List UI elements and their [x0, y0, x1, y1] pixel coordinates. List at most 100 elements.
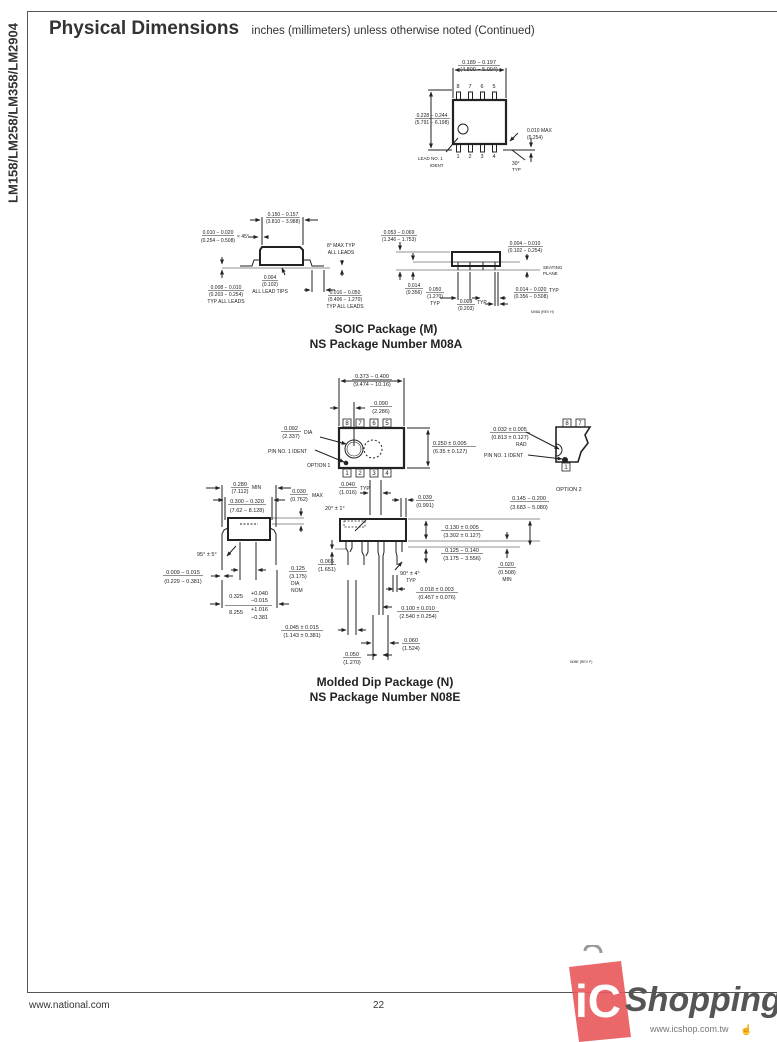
- lead-length-in: 0.125 − 0.140: [445, 548, 479, 554]
- end-max-in: 0.030: [292, 489, 306, 495]
- angle-bottom: 90° ± 4°: [400, 571, 420, 577]
- end-dia-note-2: NOM: [291, 588, 303, 594]
- dip-pin-5: 5: [385, 421, 389, 427]
- pitch-mm: (1.270): [427, 294, 443, 300]
- pointer-hand-icon: ☝: [740, 1023, 752, 1036]
- dip-pin-2: 2: [358, 471, 362, 477]
- lead-note: TYP: [477, 300, 487, 306]
- soic-body-mm: (3.810 − 3.988): [266, 219, 300, 225]
- total-height-mm: (3.683 − 5.080): [510, 505, 548, 511]
- dip-pin-1: 1: [345, 471, 349, 477]
- end-angle: 95° ± 5°: [197, 552, 217, 558]
- dip-pin-7: 7: [358, 421, 362, 427]
- end-range-mm: (7.62 − 8.128): [230, 508, 265, 514]
- dip-pin-6: 6: [372, 421, 376, 427]
- pin-3: 3: [480, 154, 483, 160]
- soic-caption-line2: NS Package Number M08A: [309, 337, 463, 351]
- upper-width-in: 0.060: [404, 638, 418, 644]
- option-circle: [363, 439, 383, 459]
- chamfer-note: × 45°: [237, 234, 249, 240]
- lead-width-in: 0.014 − 0.020: [516, 287, 547, 293]
- standoff-min-note: MIN: [502, 577, 512, 583]
- soic-height-mm: (5.791 − 6.198): [415, 120, 449, 126]
- lead-in: 0.008: [460, 299, 473, 305]
- end-width-in: 0.050: [345, 652, 359, 658]
- span-mm-minus: −0.381: [251, 615, 268, 621]
- shoulder-in: 0.065: [320, 559, 334, 565]
- foot-length-note: TYP ALL LEADS: [326, 304, 364, 310]
- standoff-in: 0.004 − 0.010: [510, 241, 541, 247]
- shopping-bag-handle-icon: [583, 945, 603, 954]
- lead-no-1-label: LEAD NO. 1: [418, 156, 443, 161]
- pin1-dot: [343, 460, 349, 466]
- angle-bottom-note: TYP: [406, 578, 416, 584]
- lead-tip-note: ALL LEAD TIPS: [252, 289, 288, 295]
- span-mm: 8.255: [229, 610, 243, 616]
- dip-pin-4: 4: [385, 471, 389, 477]
- soic-width-mm: (4.800 − 5.004): [460, 67, 498, 73]
- edge-in: 0.039: [418, 495, 432, 501]
- logo-shopping-text: Shopping: [625, 981, 777, 1019]
- angle-note-2: ALL LEADS: [328, 250, 355, 256]
- lead-width-mm: (0.457 ± 0.076): [418, 595, 455, 601]
- foot-length-in: 0.016 − 0.050: [330, 290, 361, 296]
- option2-pin-1: 1: [564, 465, 568, 471]
- side-pitch-note: TYP: [360, 486, 370, 492]
- dip-pin1-label: PIN NO. 1 IDENT: [268, 449, 307, 455]
- lead-thickness-in: 0.008 − 0.010: [211, 285, 242, 291]
- right-lead: [303, 259, 324, 267]
- dip-width-in: 0.250 ± 0.005: [433, 441, 467, 447]
- upper-width-mm: (1.524): [402, 646, 420, 652]
- pin-4: 4: [492, 154, 495, 160]
- dip-caption-line2: NS Package Number N08E: [309, 690, 461, 704]
- footer-website-link[interactable]: www.national.com: [29, 1000, 110, 1011]
- rad-in: 0.032 ± 0.005: [493, 427, 527, 433]
- soic-width-in: 0.189 − 0.197: [462, 60, 496, 66]
- soic-side-body: [259, 246, 304, 266]
- soic-front-view: [396, 242, 540, 306]
- dip-pin-boxes: [342, 418, 392, 478]
- lead-width-note: TYP: [549, 288, 559, 294]
- dip-dia-mm: (2.337): [282, 434, 300, 440]
- front-min-mm: (0.356): [406, 290, 422, 296]
- dip-end-right-lead: [269, 527, 277, 565]
- page-heading: Physical Dimensions inches (millimeters)…: [49, 18, 535, 40]
- lead-thickness-note: TYP ALL LEADS: [207, 299, 245, 305]
- soic-top-view: [428, 68, 535, 162]
- soic-max-mm: (0.254): [527, 135, 543, 141]
- soic-body: [451, 98, 508, 146]
- end-lead-mm: (0.229 − 0.381): [164, 579, 202, 585]
- dip-body: [337, 426, 406, 470]
- option2-pin-8: 8: [565, 421, 569, 427]
- option2-pin1-label: PIN NO. 1 IDENT: [484, 453, 523, 459]
- page-subtitle: inches (millimeters) unless otherwise no…: [251, 25, 535, 37]
- rad-note: RAD: [516, 442, 527, 448]
- seating-label-1: SEATING: [543, 265, 563, 270]
- lead-thickness-mm: (0.203 − 0.254): [209, 292, 243, 298]
- lead-width-in: 0.018 ± 0.003: [420, 587, 454, 593]
- lead-pitch-in: 0.100 ± 0.010: [401, 606, 435, 612]
- soic-top-leads: [456, 91, 497, 153]
- shoulder-mm: (1.651): [318, 567, 336, 573]
- pin-6: 6: [480, 84, 483, 90]
- end-min-mm: (7.112): [231, 489, 248, 495]
- angle-top: 20° ± 1°: [325, 506, 345, 512]
- shoulder-width-in: 0.045 ± 0.015: [285, 625, 319, 631]
- shoulder-width-mm: (1.143 ± 0.381): [283, 633, 320, 639]
- soic-front-body: [451, 251, 501, 267]
- dip-side-body: [339, 518, 407, 542]
- dot-offset-in: 0.090: [374, 401, 388, 407]
- seating-label-2: PLANE: [543, 271, 558, 276]
- dip-end-body: [227, 517, 271, 541]
- standoff-mm: (0.102 − 0.254): [508, 248, 542, 254]
- option-2-label: OPTION 2: [556, 487, 582, 493]
- side-pitch-in: 0.040: [341, 482, 355, 488]
- icshopping-watermark-logo: iC Shopping www.icshop.com.tw ☝: [569, 945, 777, 1042]
- soic-angle: 30°: [512, 161, 520, 167]
- body-height-mm: (3.302 ± 0.127): [443, 533, 480, 539]
- pin-7: 7: [468, 84, 471, 90]
- rad-mm: (0.813 ± 0.127): [491, 435, 528, 441]
- lead-width-mm: (0.356 − 0.508): [514, 294, 548, 300]
- soic-height-in: 0.228 − 0.244: [417, 113, 448, 119]
